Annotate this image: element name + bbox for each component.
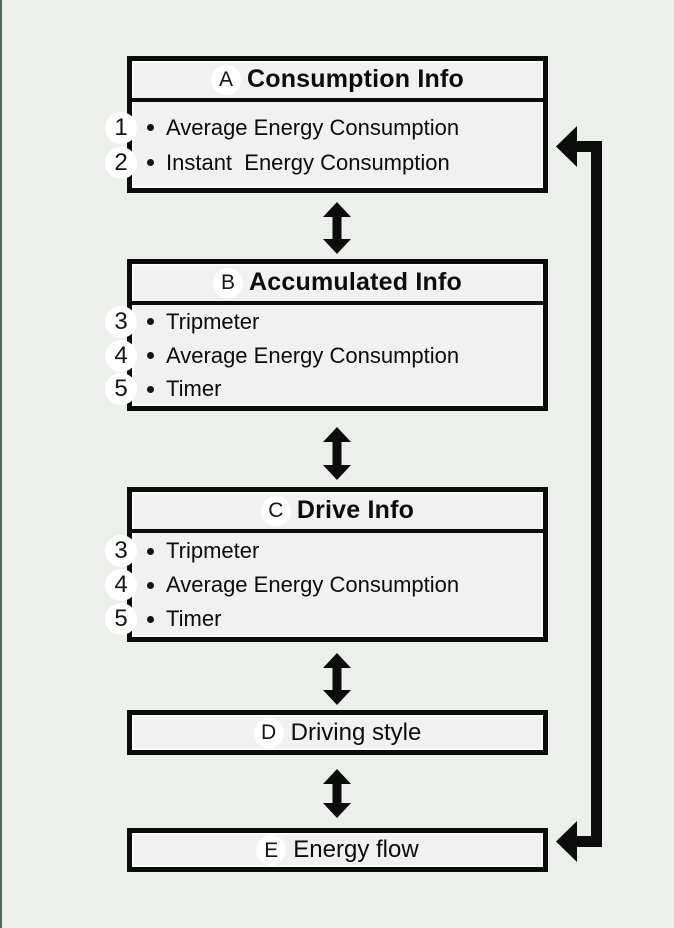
bullet-icon [147, 318, 154, 326]
box-e-header: E Energy flow [132, 833, 543, 867]
list-item: 3 Tripmeter [105, 534, 543, 568]
item-number-badge: 3 [105, 305, 137, 338]
menu-box-energy-flow: E Energy flow [127, 828, 548, 872]
list-item: 2 Instant Energy Consumption [105, 145, 543, 180]
item-label: Tripmeter [166, 308, 260, 334]
item-label: Instant Energy Consumption [166, 149, 450, 175]
box-letter-badge: B [213, 267, 244, 298]
item-number-badge: 5 [105, 373, 137, 406]
list-item: 1 Average Energy Consumption [105, 110, 543, 145]
item-label: Timer [166, 376, 222, 402]
double-vertical-arrow-icon [323, 427, 351, 480]
box-title: Energy flow [293, 836, 419, 863]
list-item: 4 Average Energy Consumption [105, 339, 543, 373]
box-b-items: 3 Tripmeter 4 Average Energy Consumption… [105, 305, 543, 406]
double-vertical-arrow-icon [323, 769, 351, 818]
return-to-top-arrow-icon [556, 126, 602, 862]
menu-box-consumption-info: A Consumption Info 1 Average Energy Cons… [105, 56, 548, 193]
box-letter-badge: C [260, 495, 291, 526]
bullet-icon [147, 352, 154, 359]
item-number-badge: 4 [105, 569, 137, 601]
menu-box-driving-style: D Driving style [127, 710, 548, 755]
item-label: Timer [166, 606, 222, 631]
item-number-badge: 5 [105, 603, 137, 635]
double-vertical-arrow-icon [323, 653, 351, 705]
bullet-icon [147, 159, 154, 166]
box-d-header: D Driving style [132, 715, 543, 750]
item-number-badge: 4 [105, 339, 137, 372]
list-item: 5 Timer [105, 602, 543, 636]
bullet-icon [147, 124, 154, 131]
menu-box-accumulated-info: B Accumulated Info 3 Tripmeter 4 Average… [105, 259, 548, 411]
item-number-badge: 1 [105, 111, 137, 144]
box-letter-badge: A [210, 64, 241, 95]
item-label: Average Energy Consumption [166, 572, 460, 597]
list-item: 3 Tripmeter [105, 305, 543, 339]
bullet-icon [147, 385, 154, 393]
item-label: Tripmeter [166, 538, 260, 563]
box-title: Driving style [290, 718, 422, 746]
list-item: 5 Timer [105, 372, 543, 406]
box-title: Consumption Info [246, 65, 465, 93]
menu-box-drive-info: C Drive Info 3 Tripmeter 4 Average Energ… [105, 487, 548, 642]
box-c-items: 3 Tripmeter 4 Average Energy Consumption… [105, 533, 543, 637]
box-b-header: B Accumulated Info [132, 264, 543, 305]
box-letter-badge: D [253, 717, 284, 748]
box-title: Drive Info [296, 496, 415, 524]
item-label: Average Energy Consumption [166, 114, 460, 140]
box-letter-badge: E [256, 835, 287, 865]
double-vertical-arrow-icon [323, 202, 351, 254]
box-c-header: C Drive Info [132, 492, 543, 533]
box-a-header: A Consumption Info [132, 61, 543, 102]
bullet-icon [147, 581, 154, 589]
item-number-badge: 2 [105, 146, 137, 179]
page-edge-line [0, 0, 2, 928]
box-a-items: 1 Average Energy Consumption 2 Instant E… [105, 102, 543, 188]
list-item: 4 Average Energy Consumption [105, 568, 543, 602]
item-number-badge: 3 [105, 535, 137, 567]
bullet-icon [147, 615, 154, 623]
bullet-icon [147, 547, 154, 555]
box-title: Accumulated Info [249, 268, 462, 296]
item-label: Average Energy Consumption [166, 342, 460, 368]
